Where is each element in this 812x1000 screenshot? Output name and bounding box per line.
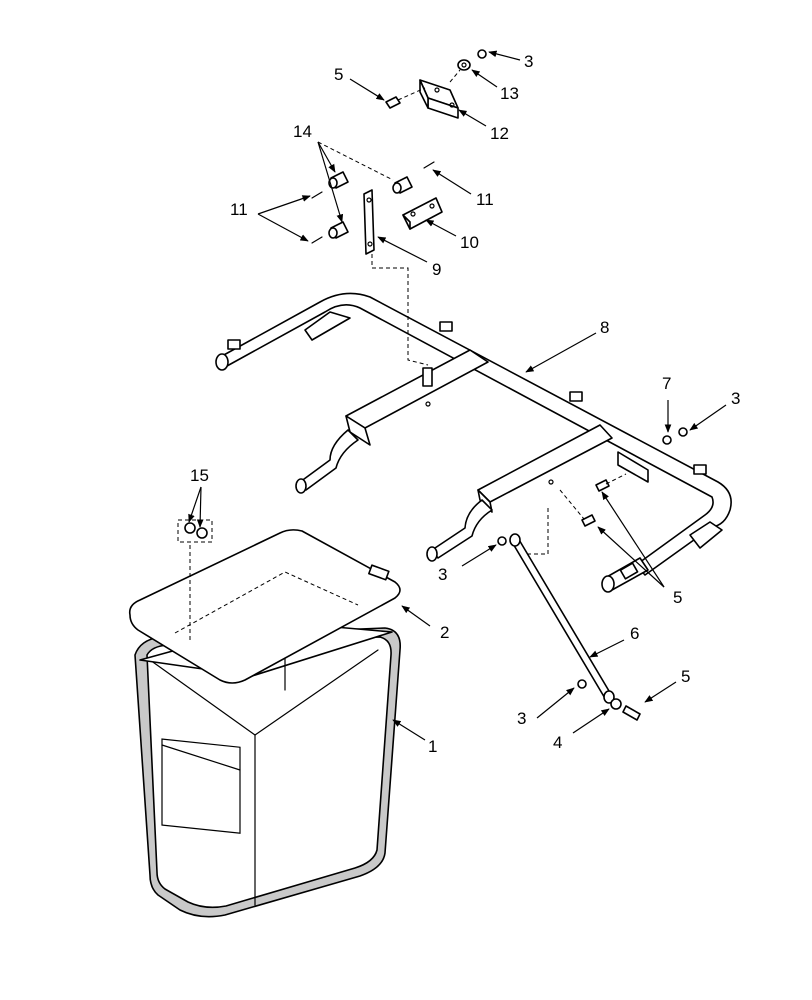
callout-14: 14 [293,122,312,141]
grass-catcher-bag [134,627,402,918]
callout-10: 10 [460,233,479,252]
callout-5: 5 [334,65,343,84]
leader-lines [188,50,727,741]
pins-part-14 [328,171,413,239]
callout-2: 2 [440,623,449,642]
nut-part-3-right [678,427,688,437]
bolt-part-5-top [385,69,461,109]
bolts-part-5-right [559,473,627,527]
washer-part-13 [457,59,471,71]
callout-3: 3 [524,52,533,71]
nut-part-7 [662,435,672,445]
callout-13: 13 [500,84,519,103]
callout-1: 1 [428,737,437,756]
washer-part-4 [610,698,622,710]
bag-frame [128,529,401,684]
bolt-part-5-low [622,705,641,721]
callout-7: 7 [662,374,671,393]
link-rod-part-6 [509,505,615,704]
nut-part-3-mid [497,536,507,546]
callout-5: 5 [673,588,682,607]
callout-3: 3 [731,389,740,408]
callout-11: 11 [230,200,248,219]
callout-12: 12 [490,124,509,143]
bracket-part-10 [402,197,443,230]
nut-part-3-low [577,679,587,689]
nut-part-3-top [477,49,487,59]
callout-15: 15 [190,466,209,485]
callout-5: 5 [681,667,690,686]
main-frame [215,292,732,593]
callout-3: 3 [438,565,447,584]
strap-part-9 [363,189,429,366]
callout-8: 8 [600,318,609,337]
cotter-pins-part-11 [311,161,435,244]
bracket-part-12 [419,79,459,119]
callout-11: 11 [476,190,494,209]
callout-9: 9 [432,260,441,279]
callout-labels: 3 13 12 5 14 11 11 10 9 8 7 3 15 3 5 2 6… [190,52,740,756]
callout-4: 4 [553,733,562,752]
callout-6: 6 [630,624,639,643]
callout-3: 3 [517,709,526,728]
